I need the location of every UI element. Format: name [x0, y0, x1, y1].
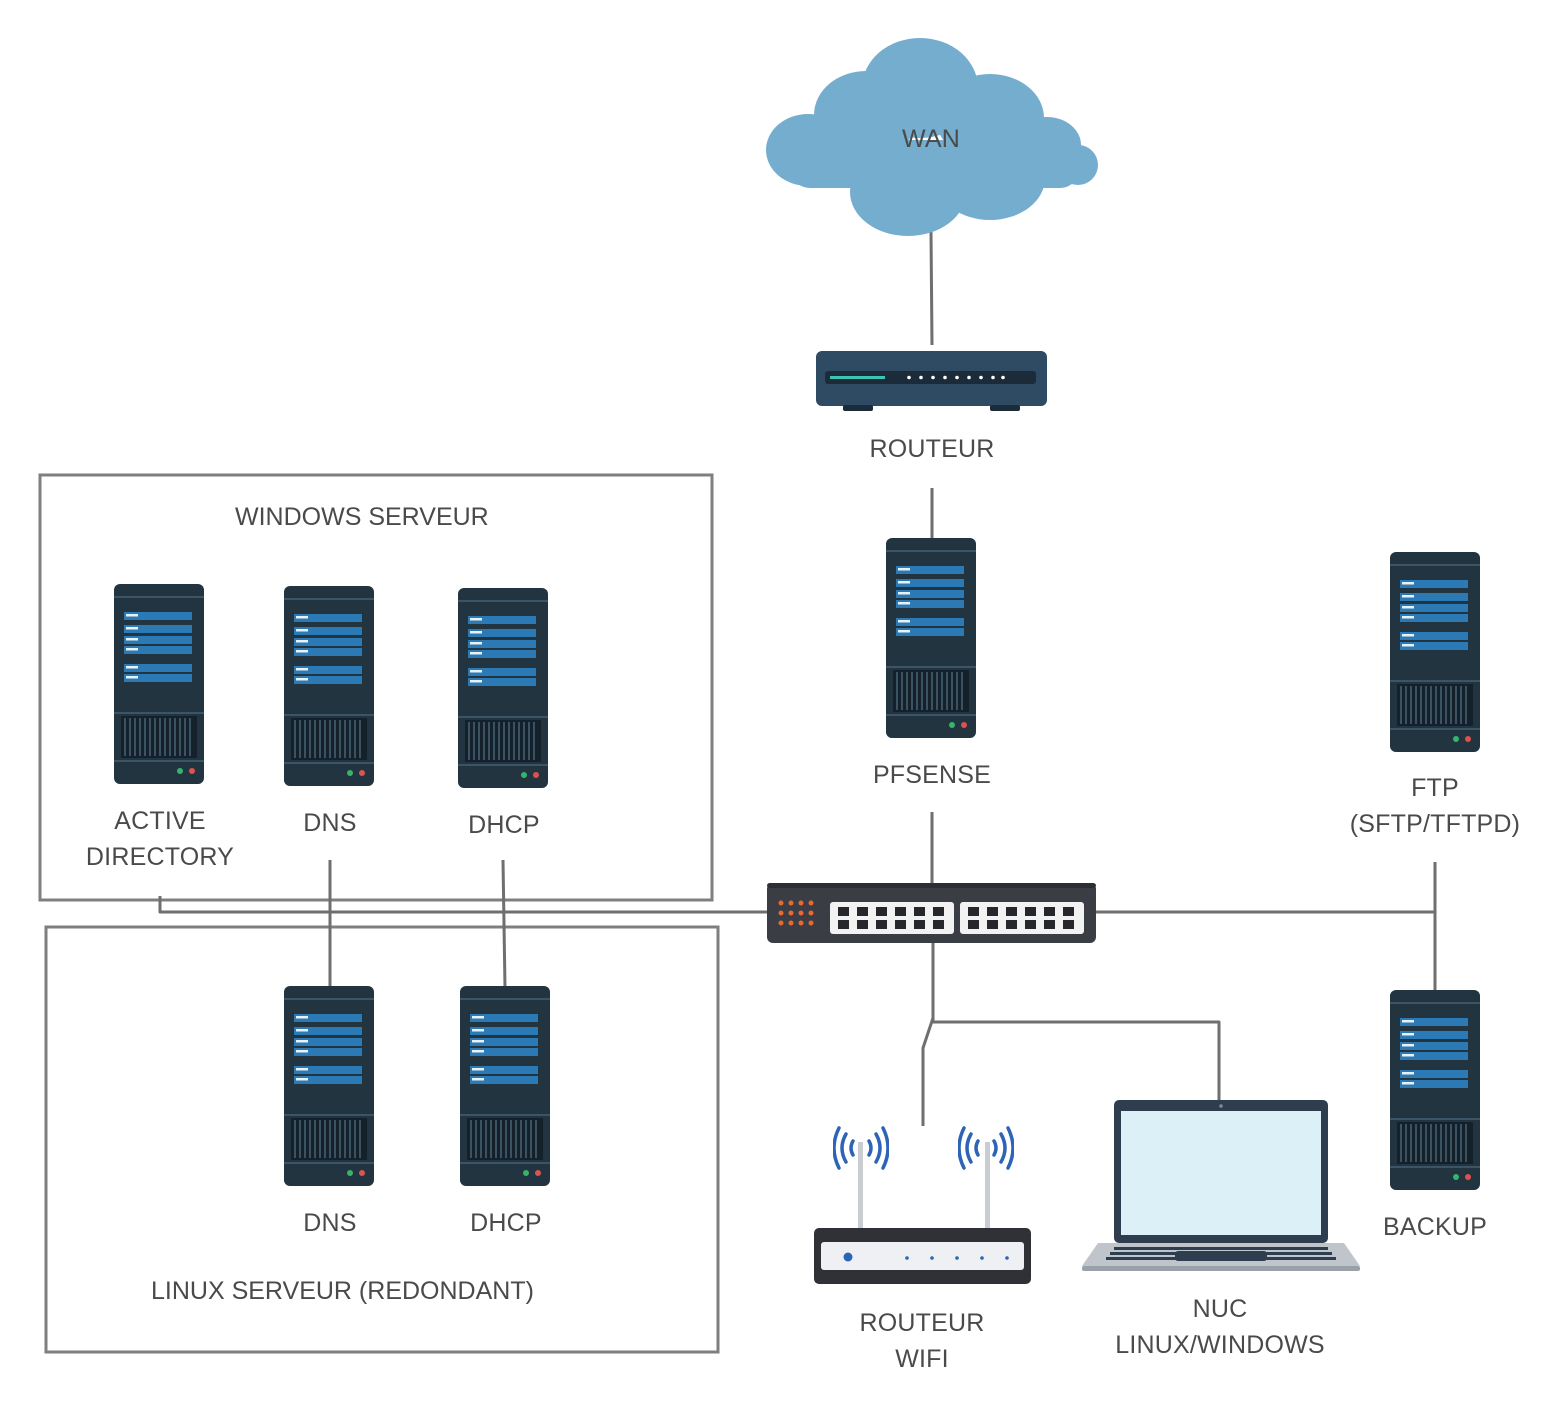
ftp-label-line2: (SFTP/TFTPD) [1349, 810, 1521, 838]
linux-dns-server-icon [284, 986, 374, 1186]
windows-dhcp-server-icon [458, 588, 548, 788]
backup-server-icon [1390, 990, 1480, 1190]
link-wifi-router [921, 1017, 935, 1126]
backup-label: BACKUP [1382, 1213, 1487, 1241]
wan-cloud-icon [766, 38, 1098, 236]
nuc-label: NUC LINUX/WINDOWS [1110, 1291, 1330, 1363]
active-directory-label-line2: DIRECTORY [85, 843, 235, 871]
nuc-label-line2: LINUX/WINDOWS [1115, 1331, 1325, 1359]
link-nuc [931, 1018, 1221, 1106]
windows-dhcp-label: DHCP [468, 811, 540, 839]
link-wan-routeur [929, 231, 934, 346]
linux-dns-label: DNS [303, 1209, 357, 1237]
linux-dhcp-label: DHCP [470, 1209, 542, 1237]
linux-server-group-box [44, 925, 720, 1354]
laptop-icon [1082, 1100, 1360, 1271]
pfsense-server-icon [886, 538, 976, 738]
linux-dhcp-server-icon [460, 986, 550, 1186]
network-links [158, 231, 1437, 1126]
ftp-label-line1: FTP [1411, 774, 1459, 802]
wan-label: WAN [902, 125, 960, 153]
nuc-label-line1: NUC [1192, 1295, 1248, 1323]
wifi-router-icon [814, 1126, 1031, 1284]
ftp-label: FTP (SFTP/TFTPD) [1335, 770, 1535, 842]
link-active-directory-switch [158, 896, 770, 914]
active-directory-server-icon [114, 584, 204, 784]
router-icon [816, 351, 1047, 411]
windows-server-group-box [38, 473, 714, 902]
pfsense-label: PFSENSE [872, 761, 992, 789]
routeur-wifi-label: ROUTEUR WIFI [847, 1305, 997, 1377]
active-directory-label-line1: ACTIVE [114, 807, 206, 835]
network-switch-icon [767, 883, 1096, 943]
routeur-label: ROUTEUR [869, 435, 995, 463]
ftp-server-icon [1390, 552, 1480, 752]
active-directory-label: ACTIVE DIRECTORY [70, 803, 250, 875]
routeur-wifi-label-line1: ROUTEUR [859, 1309, 985, 1337]
routeur-wifi-label-line2: WIFI [895, 1345, 949, 1373]
windows-dns-server-icon [284, 586, 374, 786]
link-dhcp-redundant [501, 859, 507, 989]
windows-server-group-title: WINDOWS SERVEUR [235, 503, 489, 531]
windows-dns-label: DNS [303, 809, 357, 837]
linux-server-group-title: LINUX SERVEUR (REDONDANT) [151, 1277, 534, 1305]
